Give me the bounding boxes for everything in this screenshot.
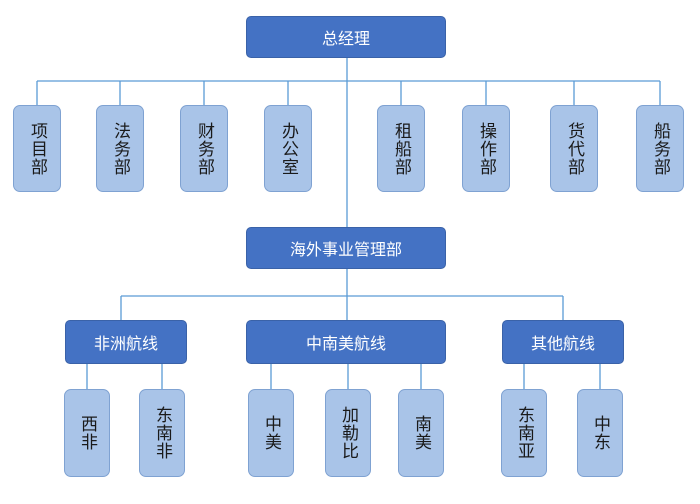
node-route-caribbean: 加勒比 bbox=[325, 389, 371, 477]
node-dept-freight: 货代部 bbox=[550, 105, 598, 192]
node-route-west-africa: 西非 bbox=[64, 389, 110, 477]
node-dept-chartering: 租船部 bbox=[377, 105, 425, 192]
node-route-south-america: 南美 bbox=[398, 389, 444, 477]
node-dept-operations: 操作部 bbox=[462, 105, 510, 192]
node-overseas-management: 海外事业管理部 bbox=[246, 227, 446, 269]
node-dept-legal: 法务部 bbox=[96, 105, 144, 192]
node-route-southeast-asia: 东南亚 bbox=[501, 389, 547, 477]
node-general-manager: 总经理 bbox=[246, 16, 446, 58]
node-route-central-america: 中美 bbox=[248, 389, 294, 477]
node-dept-finance: 财务部 bbox=[180, 105, 228, 192]
node-region-latin-america: 中南美航线 bbox=[246, 320, 446, 364]
node-dept-project: 项目部 bbox=[13, 105, 61, 192]
node-region-africa: 非洲航线 bbox=[65, 320, 187, 364]
node-dept-shipping: 船务部 bbox=[636, 105, 684, 192]
node-region-other: 其他航线 bbox=[502, 320, 624, 364]
node-route-southeast-africa: 东南非 bbox=[139, 389, 185, 477]
node-route-middle-east: 中东 bbox=[577, 389, 623, 477]
node-dept-office: 办公室 bbox=[264, 105, 312, 192]
